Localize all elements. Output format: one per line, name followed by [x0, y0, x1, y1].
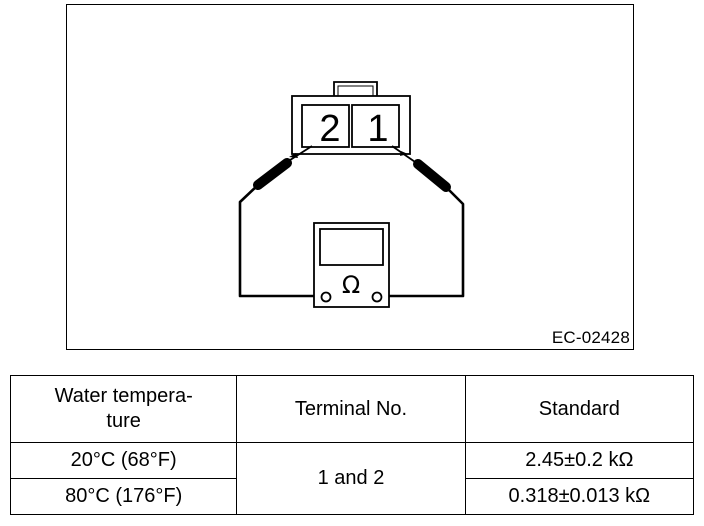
terminal-1-cavity — [351, 104, 400, 148]
resistance-spec-table: Water tempera- ture Terminal No. Standar… — [9, 375, 695, 515]
connector-latch-inner — [337, 85, 374, 98]
header-water-temperature-line1: Water tempera- — [54, 385, 193, 407]
table-row: 80°C (176°F) 0.318±0.013 kΩ — [9, 478, 695, 515]
probe-right-needle — [391, 145, 419, 165]
header-terminal-no: Terminal No. — [236, 375, 466, 443]
cell-terminal-no: 1 and 2 — [236, 442, 466, 515]
meter-jack-left — [320, 291, 332, 303]
table-row: 20°C (68°F) 1 and 2 2.45±0.2 kΩ — [9, 442, 695, 515]
probe-right-handle — [413, 159, 451, 192]
meter-jack-right — [371, 291, 383, 303]
header-standard: Standard — [464, 375, 695, 443]
table-header-row: Water tempera- ture Terminal No. Standar… — [9, 375, 695, 443]
probe-right-tip — [400, 151, 408, 156]
terminal-2-label: 2 — [319, 108, 340, 150]
connector-latch — [333, 81, 378, 98]
lead-right — [382, 186, 465, 298]
lead-left — [238, 184, 320, 298]
cell-standard: 2.45±0.2 kΩ — [464, 442, 695, 479]
header-water-temperature: Water tempera- ture — [9, 375, 238, 443]
probe-left-needle — [286, 145, 313, 163]
probe-left-handle — [253, 158, 292, 190]
terminal-1-label: 1 — [367, 108, 388, 150]
figure-frame — [66, 4, 634, 350]
cell-temperature: 20°C (68°F) — [9, 442, 238, 479]
terminal-2-cavity — [301, 104, 350, 148]
header-water-temperature-line2: ture — [106, 410, 141, 432]
figure-code: EC-02428 — [551, 328, 630, 347]
cell-temperature: 80°C (176°F) — [9, 478, 238, 515]
cell-standard: 0.318±0.013 kΩ — [464, 478, 695, 515]
probe-left-tip — [289, 153, 298, 158]
ohmmeter-display — [319, 228, 384, 266]
ohm-symbol: Ω — [342, 271, 360, 299]
